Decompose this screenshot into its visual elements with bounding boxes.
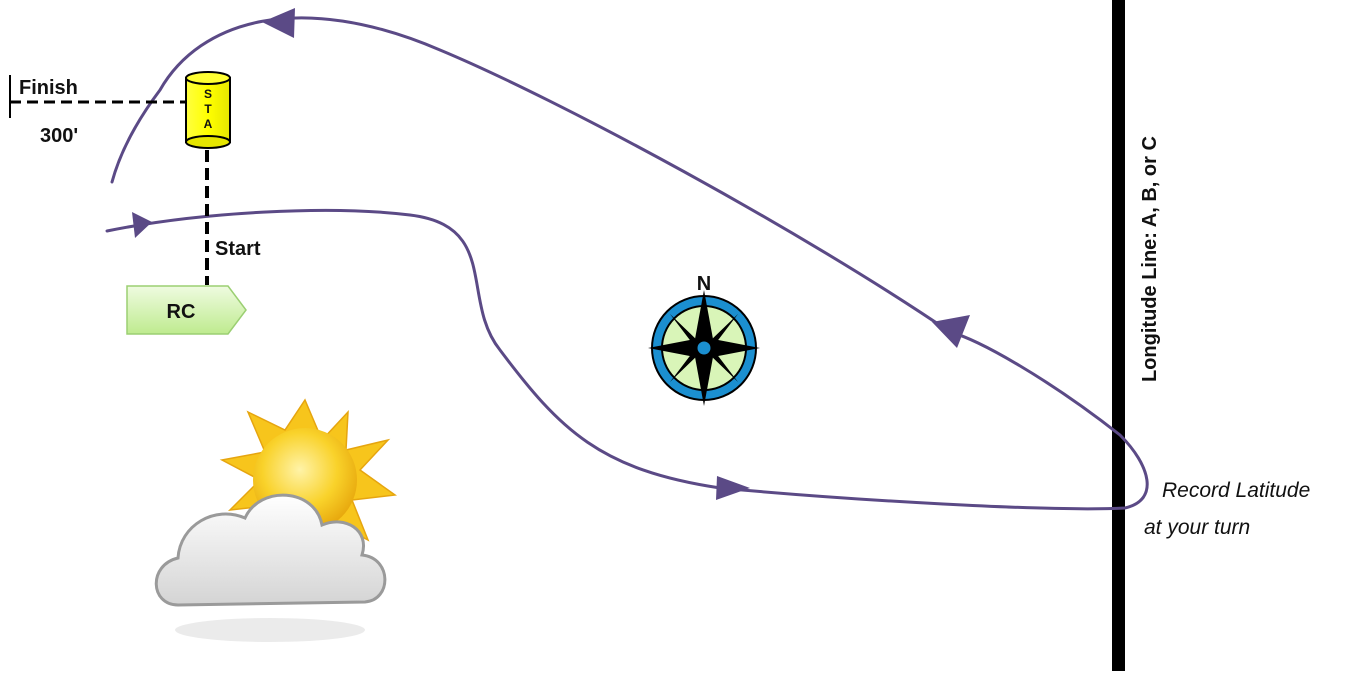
record-latitude-label: Record Latitude — [1162, 479, 1310, 502]
record-turn-label: at your turn — [1144, 516, 1250, 539]
course-arrow-4 — [262, 8, 295, 38]
start-label: Start — [215, 238, 261, 260]
course-arrow-3 — [932, 315, 970, 348]
longitude-line — [1112, 0, 1125, 671]
station-letter-t: T — [204, 102, 212, 116]
finish-line — [9, 75, 190, 118]
compass-rose-icon: N — [648, 273, 760, 406]
committee-boat-icon: RC — [126, 285, 247, 335]
course-arrow-1 — [132, 212, 152, 238]
partly-cloudy-icon — [154, 398, 398, 642]
station-buoy-icon: S T A — [185, 71, 231, 149]
distance-label: 300' — [40, 125, 78, 147]
course-path — [105, 16, 1149, 511]
course-arrow-2 — [716, 476, 750, 500]
longitude-label: Longitude Line: A, B, or C — [1139, 136, 1161, 382]
north-label: N — [697, 273, 711, 295]
rc-label: RC — [167, 301, 196, 323]
station-letter-s: S — [204, 87, 212, 101]
cloud-icon — [154, 493, 387, 642]
station-letter-a: A — [204, 117, 213, 131]
finish-label: Finish — [19, 77, 78, 99]
